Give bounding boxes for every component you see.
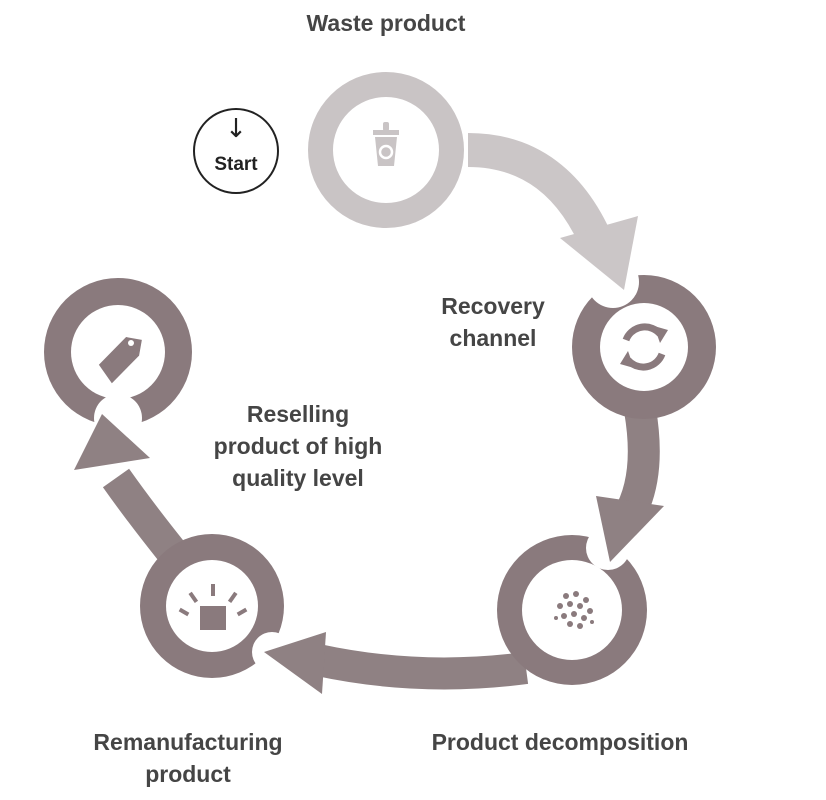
label-line: product of high [213, 433, 383, 459]
label-product-decomposition: Product decomposition [410, 726, 710, 758]
arrow-remanufacturing-to-reselling [74, 414, 185, 562]
arrow-recovery-to-decomposition [596, 407, 664, 562]
label-line: Remanufacturing [93, 729, 283, 755]
price-tag-icon [98, 337, 142, 384]
label-line: Waste product [306, 10, 466, 36]
recycle-bin-icon [373, 122, 399, 166]
node-recovery-channel [572, 275, 716, 419]
refresh-cycle-icon [620, 323, 668, 371]
label-line: quality level [232, 465, 364, 491]
particles-icon [554, 591, 594, 629]
node-product-decomposition [497, 535, 647, 685]
label-line: channel [449, 325, 537, 351]
node-remanufacturing-product [140, 534, 284, 678]
arrow-waste-to-recovery [467, 133, 638, 290]
node-reselling-product [44, 278, 192, 426]
start-label: Start [214, 154, 258, 175]
down-arrow-icon: ↓ [225, 114, 247, 144]
node-waste-product [308, 72, 464, 228]
start-badge: ↓ Start [193, 108, 279, 194]
label-line: product [145, 761, 231, 787]
box-rays-icon [178, 584, 248, 630]
label-reselling-product: Reselling product of high quality level [188, 398, 408, 494]
arrow-decomposition-to-remanufacturing [264, 632, 529, 694]
label-line: Reselling [246, 401, 350, 427]
label-recovery-channel: Recovery channel [413, 290, 573, 354]
label-remanufacturing-product: Remanufacturing product [72, 726, 304, 790]
label-line: Recovery [441, 293, 545, 319]
label-waste-product: Waste product [268, 7, 504, 39]
label-line: Product decomposition [431, 729, 689, 755]
